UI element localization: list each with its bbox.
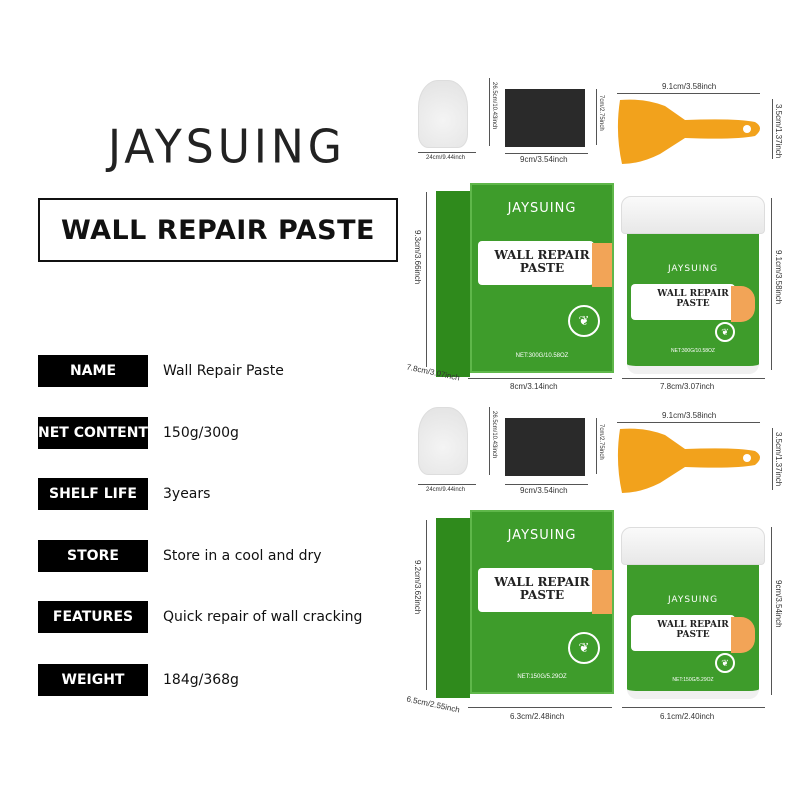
sponge-height-label: 7cm/2.75inch <box>598 424 604 460</box>
spec-value: 3years <box>163 486 211 502</box>
box-label-line2: PASTE <box>519 588 565 602</box>
jar-width-label: 7.8cm/3.07inch <box>660 382 715 391</box>
jar-label-line2: PASTE <box>676 299 710 309</box>
scraper-height-label: 3.5cm/1.37inch <box>774 432 783 487</box>
eco-leaf-icon: ❦ <box>568 632 600 664</box>
spec-value: Quick repair of wall cracking <box>163 609 363 625</box>
spec-row-net-content: NET CONTENT 150g/300g <box>38 417 239 449</box>
dimension-line <box>617 422 760 423</box>
scraper-image <box>617 428 760 493</box>
dimension-line <box>772 428 773 490</box>
box-net-weight: NET:150G/5.29OZ <box>517 674 567 680</box>
jar-width-label: 6.1cm/2.40inch <box>660 712 715 721</box>
spec-value: Wall Repair Paste <box>163 363 284 379</box>
box-label-line1: WALL REPAIR <box>494 575 590 589</box>
sponge-image <box>505 89 585 147</box>
eco-leaf-icon: ❦ <box>715 653 735 673</box>
scraper-image <box>617 99 760 164</box>
box-height-label: 9.3cm/3.66inch <box>413 230 422 285</box>
eco-leaf-icon: ❦ <box>568 305 600 337</box>
box-width-label: 8cm/3.14inch <box>510 382 558 391</box>
product-box-large: JAYSUING WALL REPAIR PASTE ❦ NET:300G/10… <box>436 183 614 377</box>
dimension-line <box>418 484 476 485</box>
spec-label: NET CONTENT <box>38 417 148 449</box>
dimension-line <box>468 378 612 379</box>
sponge-width-label: 9cm/3.54inch <box>520 486 568 495</box>
dimension-line <box>771 527 772 695</box>
box-net-weight: NET:300G/10.58OZ <box>515 353 569 359</box>
box-label-line1: WALL REPAIR <box>494 248 590 262</box>
dimension-line <box>772 99 773 159</box>
dimension-line <box>771 198 772 370</box>
spec-label: SHELF LIFE <box>38 478 148 510</box>
dimension-line <box>622 707 765 708</box>
jar-net-weight: NET:150G/5.29OZ <box>672 677 714 683</box>
jar-label-line1: WALL REPAIR <box>657 289 729 299</box>
jar-brand: JAYSUING <box>667 264 719 274</box>
jar-label-line2: PASTE <box>676 630 710 640</box>
spec-row-weight: WEIGHT 184g/368g <box>38 664 239 696</box>
jar-brand: JAYSUING <box>667 595 719 605</box>
dimension-line <box>596 89 597 145</box>
scraper-width-label: 9.1cm/3.58inch <box>662 411 717 420</box>
spec-label: WEIGHT <box>38 664 148 696</box>
product-title-box: WALL REPAIR PASTE <box>38 198 398 262</box>
spec-row-features: FEATURES Quick repair of wall cracking <box>38 601 362 633</box>
dimension-line <box>596 418 597 474</box>
dimension-line <box>426 520 427 690</box>
dimension-line <box>489 78 490 146</box>
box-width-label: 6.3cm/2.48inch <box>510 712 565 721</box>
dimension-line <box>622 378 765 379</box>
spec-value: 150g/300g <box>163 425 239 441</box>
box-label-line2: PASTE <box>519 261 565 275</box>
glove-height-label: 26.5cm/10.43inch <box>491 411 497 459</box>
spec-label: NAME <box>38 355 148 387</box>
spec-row-shelf-life: SHELF LIFE 3years <box>38 478 210 510</box>
dimension-line <box>426 192 427 367</box>
glove-width-label: 24cm/9.44inch <box>426 487 466 493</box>
glove-image <box>418 407 468 475</box>
jar-net-weight: NET:300G/10.58OZ <box>671 348 715 354</box>
spec-value: 184g/368g <box>163 672 239 688</box>
scraper-width-label: 9.1cm/3.58inch <box>662 82 717 91</box>
dimension-line <box>418 152 476 153</box>
glove-image <box>418 80 468 148</box>
spec-row-store: STORE Store in a cool and dry <box>38 540 322 572</box>
spec-label: STORE <box>38 540 148 572</box>
dimension-line <box>468 707 612 708</box>
jar-height-label: 9.1cm/3.58inch <box>774 250 783 305</box>
dimension-line <box>617 93 760 94</box>
dimension-line <box>489 407 490 475</box>
sponge-image <box>505 418 585 476</box>
sponge-width-label: 9cm/3.54inch <box>520 155 568 164</box>
brand-logo: JAYSUING <box>108 120 346 175</box>
dimension-line <box>505 153 588 154</box>
eco-leaf-icon: ❦ <box>715 322 735 342</box>
product-jar-small: JAYSUING WALL REPAIR PASTE ❦ NET:150G/5.… <box>621 527 765 699</box>
spec-label: FEATURES <box>38 601 148 633</box>
box-brand: JAYSUING <box>507 528 577 543</box>
box-brand: JAYSUING <box>507 201 577 216</box>
scraper-height-label: 3.5cm/1.37inch <box>774 104 783 159</box>
spec-value: Store in a cool and dry <box>163 548 322 564</box>
dimension-line <box>505 484 588 485</box>
glove-height-label: 26.5cm/10.43inch <box>491 82 497 130</box>
jar-height-label: 9cm/3.54inch <box>774 580 783 628</box>
box-height-label: 9.2cm/3.62inch <box>413 560 422 615</box>
jar-label-line1: WALL REPAIR <box>657 620 729 630</box>
glove-width-label: 24cm/9.44inch <box>426 155 466 161</box>
spec-row-name: NAME Wall Repair Paste <box>38 355 284 387</box>
sponge-height-label: 7cm/2.75inch <box>598 95 604 131</box>
product-jar-large: JAYSUING WALL REPAIR PASTE ❦ NET:300G/10… <box>621 196 765 374</box>
product-box-small: JAYSUING WALL REPAIR PASTE ❦ NET:150G/5.… <box>436 510 614 700</box>
